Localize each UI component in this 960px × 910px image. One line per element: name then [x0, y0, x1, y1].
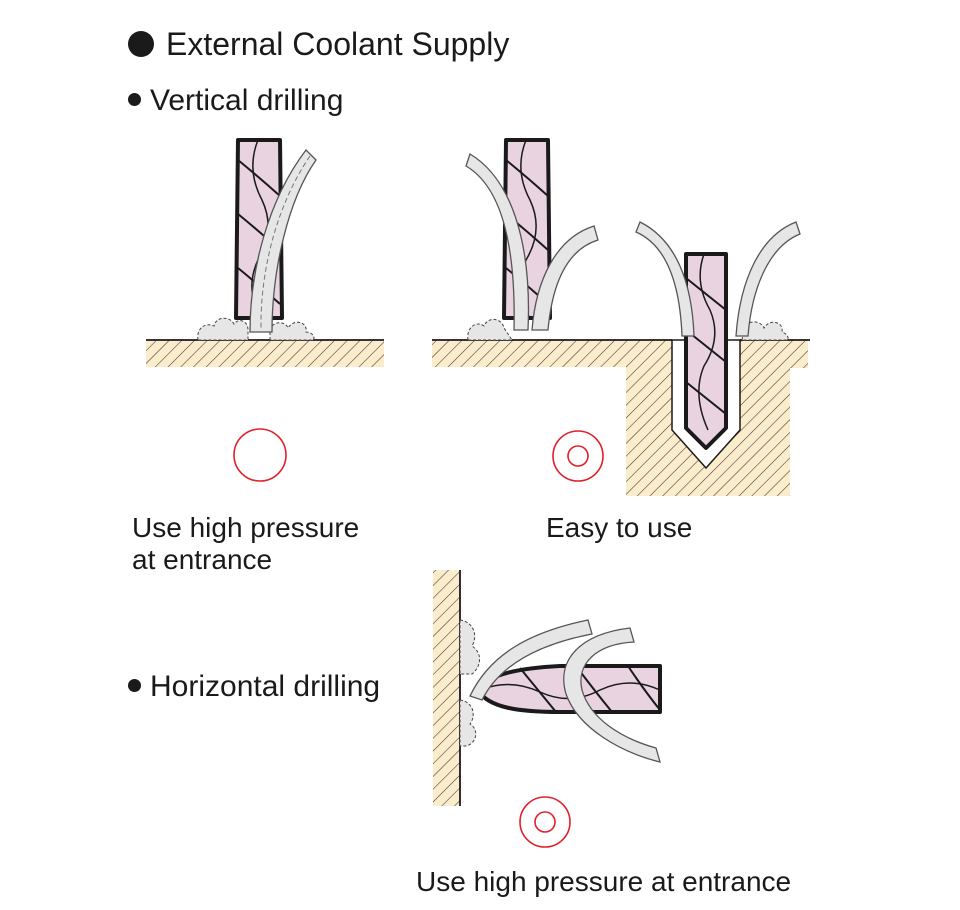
- rating-excellent-icon: [552, 430, 604, 482]
- chip-pile-right: [741, 321, 789, 341]
- coolant-stream: [249, 149, 317, 333]
- rating-excellent-icon: [519, 796, 571, 848]
- vertical-drilling-label: Vertical drilling: [150, 84, 344, 117]
- caption-vertical-b: Easy to use: [546, 512, 693, 543]
- coolant-stream-right: [531, 225, 599, 331]
- caption-vertical-a: Use high pressure at entrance: [132, 512, 359, 576]
- workpiece-wall: [433, 570, 461, 806]
- vertical-case-a: [146, 138, 384, 482]
- horizontal-case: [433, 570, 662, 848]
- coolant-stream-right: [735, 221, 801, 337]
- coolant-stream-upper: [469, 619, 593, 701]
- horizontal-drilling-heading: Horizontal drilling: [128, 670, 380, 705]
- chip-pile: [459, 619, 480, 747]
- chip-pile-left: [197, 317, 249, 341]
- vertical-case-b: [432, 138, 810, 496]
- diagram-title: External Coolant Supply: [128, 26, 509, 63]
- title-bullet-icon: [128, 31, 154, 57]
- workpiece-block: [432, 339, 810, 496]
- horizontal-drilling-label: Horizontal drilling: [150, 670, 381, 703]
- vertical-drilling-heading: Vertical drilling: [128, 84, 343, 119]
- caption-vertical-a-line2: at entrance: [132, 544, 273, 576]
- chip-pile-left: [467, 319, 513, 341]
- rating-good-icon: [233, 428, 287, 482]
- drill-bit-in-hole: [684, 252, 728, 450]
- caption-horizontal: Use high pressure at entrance: [416, 866, 792, 897]
- coolant-stream-left: [635, 221, 695, 337]
- caption-vertical-a-line1: Use high pressure: [132, 512, 360, 543]
- chip-pile-right: [269, 321, 315, 341]
- title-text: External Coolant Supply: [166, 26, 510, 62]
- vertical-bullet-icon: [128, 93, 141, 106]
- coolant-stream-lower: [563, 627, 661, 763]
- coolant-stream-left: [465, 153, 530, 331]
- workpiece-block: [146, 339, 384, 367]
- horizontal-bullet-icon: [128, 679, 141, 692]
